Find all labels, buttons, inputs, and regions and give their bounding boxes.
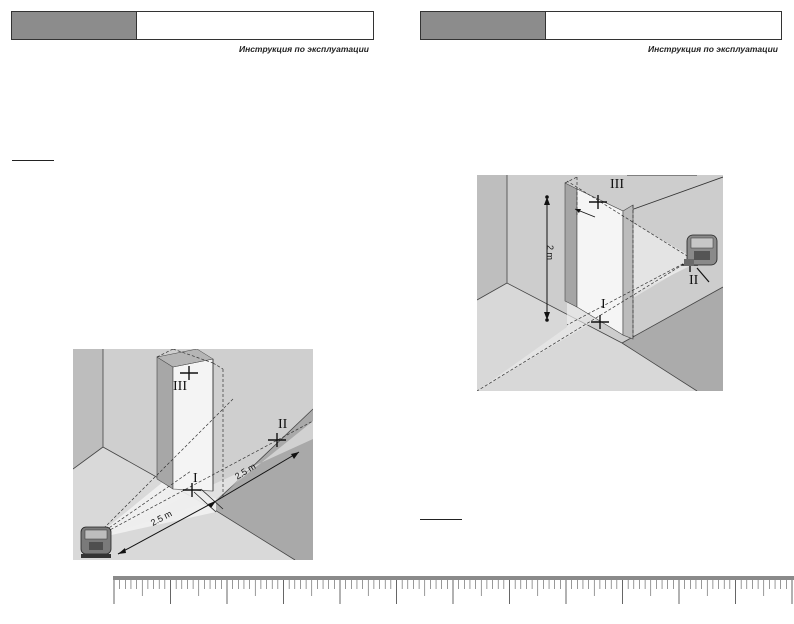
- right-page-subtitle: Инструкция по эксплуатации: [647, 44, 778, 54]
- left-header-white-block: [137, 12, 373, 39]
- left-label-ii: II: [278, 417, 288, 432]
- right-label-ii: II: [689, 273, 699, 288]
- right-page: Инструкция по эксплуатации: [397, 0, 794, 576]
- left-label-i: I: [193, 471, 198, 486]
- right-header-white-block: [546, 12, 781, 39]
- ruler-strip: [113, 576, 794, 606]
- left-label-iii: III: [173, 379, 187, 394]
- left-figure: III I II 2.5 m 2.5 m: [72, 348, 314, 561]
- right-header-bar: [420, 11, 782, 40]
- right-label-i: I: [601, 297, 606, 312]
- left-header-grey-block: [12, 12, 137, 39]
- left-page-subtitle: Инструкция по эксплуатации: [238, 44, 369, 54]
- left-section-rule: [12, 160, 54, 162]
- left-header-bar: [11, 11, 374, 40]
- right-header-grey-block: [421, 12, 546, 39]
- right-label-iii: III: [610, 177, 624, 192]
- right-dimension-vertical: 2 m: [545, 245, 555, 261]
- right-figure-drawing: [476, 174, 724, 392]
- left-page: Инструкция по эксплуатации: [0, 0, 397, 576]
- right-section-rule: [420, 519, 462, 521]
- left-laser-level-icon: [80, 526, 112, 558]
- right-figure: III I II 2 m: [476, 174, 724, 392]
- left-figure-drawing: [72, 348, 314, 561]
- ruler-ticks: [113, 576, 794, 606]
- right-laser-level-icon: [684, 234, 718, 266]
